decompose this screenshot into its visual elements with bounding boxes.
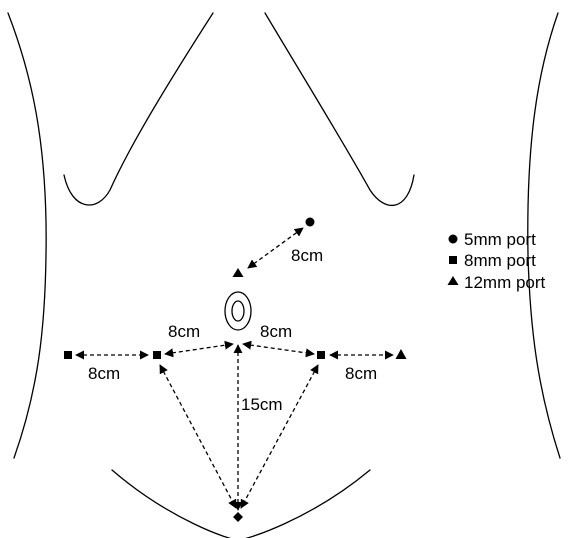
umbilicus-inner <box>232 301 244 321</box>
distance-line-diagonal-right <box>241 365 318 508</box>
distance-line-right-center <box>243 344 314 354</box>
port-5mm-assist <box>306 218 315 227</box>
distance-line-diagonal-left <box>160 365 236 508</box>
port-12mm-camera <box>233 268 244 277</box>
label-right-arm-spacing: 8cm <box>345 364 377 383</box>
legend: 5mm port 8mm port 12mm port <box>448 230 546 292</box>
port-8mm-left <box>153 351 161 359</box>
distance-line-left-center <box>165 344 233 354</box>
legend-label-5mm: 5mm port <box>464 230 536 249</box>
legend-triangle-icon <box>448 276 459 285</box>
legend-square-icon <box>449 256 457 264</box>
label-left-center-spacing: 8cm <box>168 322 200 341</box>
legend-circle-icon <box>449 235 458 244</box>
pelvis-contour <box>112 470 370 538</box>
legend-label-12mm: 12mm port <box>464 273 546 292</box>
legend-label-8mm: 8mm port <box>464 251 536 270</box>
label-camera-to-assist: 8cm <box>291 246 323 265</box>
label-right-center-spacing: 8cm <box>260 322 292 341</box>
port-12mm-far-right <box>396 349 407 359</box>
chest-left-contour <box>64 13 213 205</box>
port-8mm-right <box>317 351 325 359</box>
chest-right-contour <box>265 13 414 205</box>
torso-left-contour <box>8 13 46 458</box>
umbilicus-outer <box>225 292 251 330</box>
label-left-arm-spacing: 8cm <box>88 364 120 383</box>
label-vertical-distance: 15cm <box>241 395 283 414</box>
port-8mm-far-left <box>64 351 72 359</box>
reference-point-bottom <box>233 512 243 522</box>
